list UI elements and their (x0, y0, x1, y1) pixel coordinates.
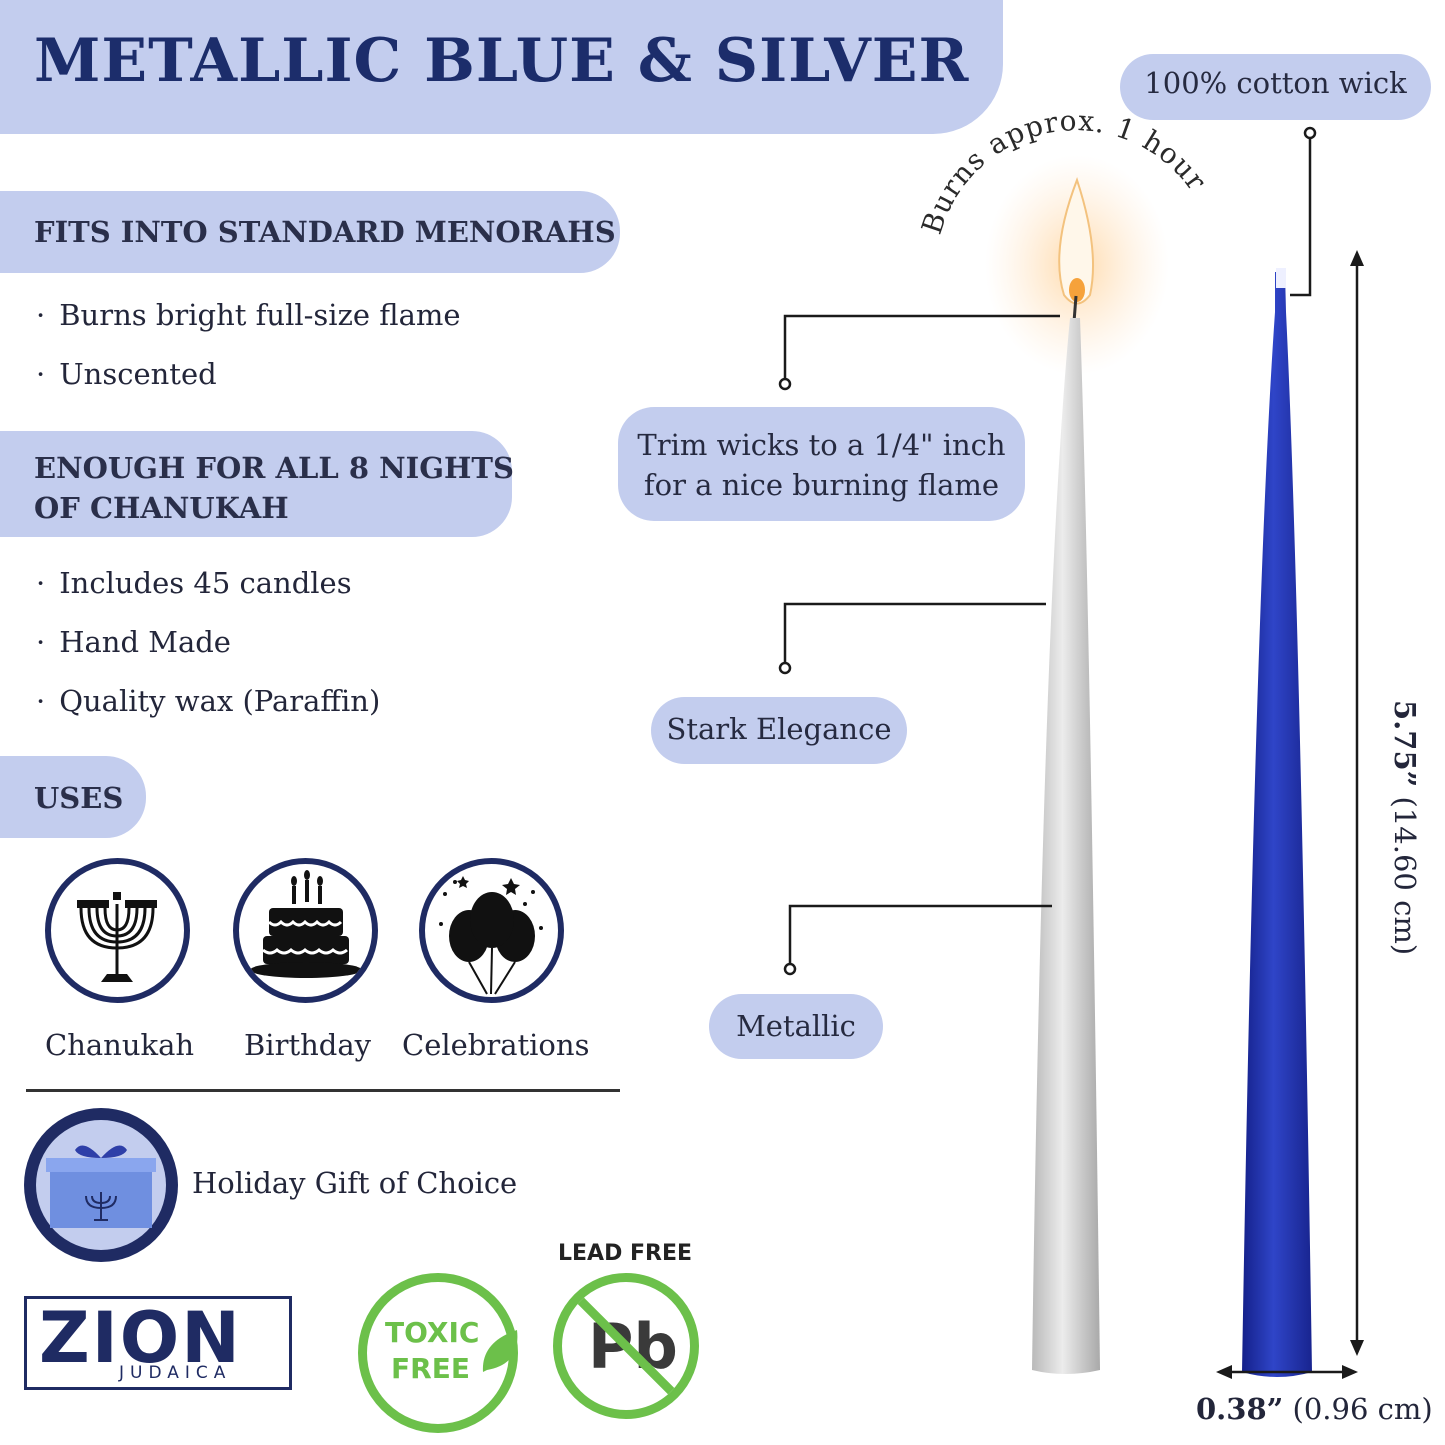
bullet-text: Includes 45 candles (59, 566, 352, 600)
bullet-text: Quality wax (Paraffin) (59, 684, 381, 718)
candle-illustration: Burns approx. 1 hour (778, 104, 1364, 1379)
section-heading-nights (0, 431, 512, 537)
title-banner (0, 0, 1003, 134)
toxic-free-line2: FREE (391, 1352, 470, 1385)
lead-free-badge: Pb (553, 1273, 699, 1419)
bullet-text: Unscented (59, 357, 217, 391)
prohibited-slash-icon (576, 1296, 676, 1396)
gift-label: Holiday Gift of Choice (192, 1166, 518, 1200)
menorah-icon (45, 858, 190, 1003)
lead-free-label: LEAD FREE (558, 1241, 693, 1266)
callout-wick: 100% cotton wick (1120, 54, 1431, 120)
section-heading-nights-line1: ENOUGH FOR ALL 8 NIGHTS (34, 451, 514, 485)
gift-box-icon (24, 1108, 178, 1262)
bullet-item: · Hand Made (36, 625, 231, 659)
bullet-text: Burns bright full-size flame (59, 298, 461, 332)
bullet-text: Hand Made (59, 625, 231, 659)
brand-sub: JUDAICA (119, 1363, 232, 1383)
callout-trim: Trim wicks to a 1/4" inch for a nice bur… (618, 407, 1025, 521)
toxic-free-line1: TOXIC (385, 1316, 480, 1349)
section-heading-uses (0, 756, 146, 838)
bullet-item: · Unscented (36, 357, 217, 391)
section-heading-menorahs (0, 191, 620, 273)
divider (26, 1089, 620, 1092)
use-label-celebrations: Celebrations (402, 1028, 590, 1062)
callout-metallic: Metallic (709, 994, 883, 1059)
section-heading-nights-line2: OF CHANUKAH (34, 491, 289, 525)
bullet-item: · Quality wax (Paraffin) (36, 684, 381, 718)
brand-logo: ZION JUDAICA (24, 1296, 292, 1390)
callout-trim-line2: for a nice burning flame (643, 468, 1000, 502)
use-label-chanukah: Chanukah (45, 1028, 195, 1062)
callout-elegance: Stark Elegance (651, 697, 907, 764)
use-label-birthday: Birthday (244, 1028, 372, 1062)
width-main: 0.38” (1196, 1392, 1284, 1426)
leaf-icon (482, 1330, 518, 1372)
section-heading-menorahs-text: FITS INTO STANDARD MENORAHS (34, 215, 616, 249)
width-dimension: 0.38” (0.96 cm) (1196, 1392, 1433, 1426)
page-title: METALLIC BLUE & SILVER (34, 26, 970, 96)
bullet-item: · Burns bright full-size flame (36, 298, 461, 332)
balloons-icon (419, 858, 564, 1003)
callout-trim-line1: Trim wicks to a 1/4" inch (637, 428, 1006, 462)
birthday-cake-icon (233, 858, 378, 1003)
height-dimension: 5.75” (14.60 cm) (1382, 700, 1422, 955)
bullet-item: · Includes 45 candles (36, 566, 352, 600)
height-main: 5.75” (1388, 700, 1422, 788)
brand-name: ZION (39, 1297, 242, 1379)
width-sub: (0.96 cm) (1292, 1392, 1433, 1426)
height-sub: (14.60 cm) (1388, 796, 1422, 956)
toxic-free-badge: TOXIC FREE (358, 1273, 518, 1433)
section-heading-uses-text: USES (34, 781, 124, 815)
